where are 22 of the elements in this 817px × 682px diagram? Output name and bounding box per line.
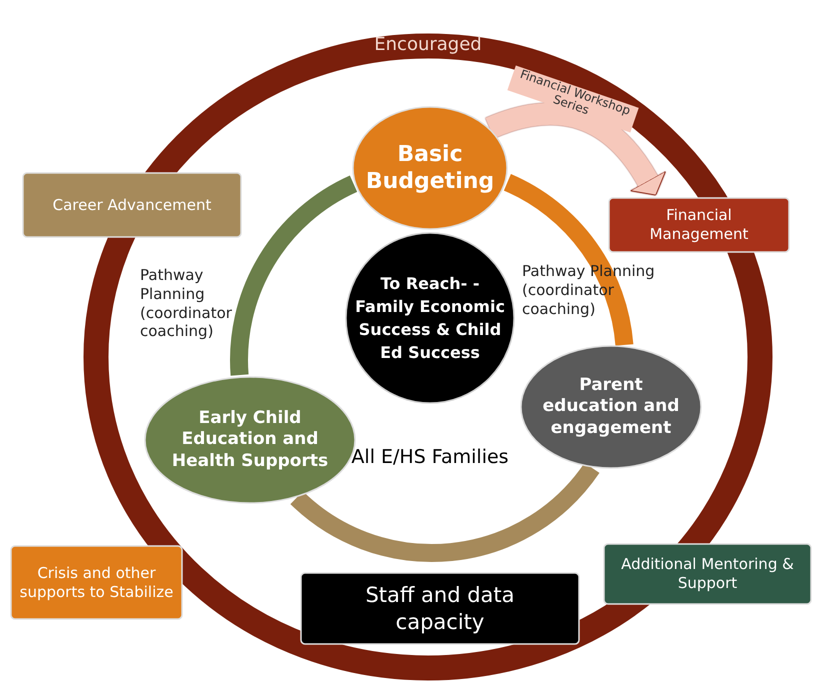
node-label: Career Advancement — [52, 196, 212, 214]
node-label: To Reach- - Family Economic Success & Child Ed Success — [354, 272, 506, 364]
node-label: Basic Budgeting — [364, 140, 496, 196]
ellipse-node — [520, 345, 702, 469]
annotation-text: Pathway Planning (coordinator coaching) — [140, 266, 233, 341]
process-box — [22, 172, 242, 238]
node-label: Financial Management — [648, 206, 750, 244]
node-label: Staff and data capacity — [364, 582, 516, 635]
process-box — [603, 543, 812, 605]
ring-label: Encouraged — [374, 34, 482, 55]
node-label: Crisis and other supports to Stabilize — [18, 564, 174, 602]
node-label: Early Child Education and Health Supports — [170, 408, 330, 472]
process-box — [10, 545, 183, 620]
connector-arc — [503, 174, 634, 346]
process-box — [608, 197, 790, 253]
node-label: Additional Mentoring & Support — [620, 555, 795, 593]
node-label: Parent education and engagement — [542, 375, 680, 439]
process-box — [300, 572, 580, 645]
ellipse-node — [352, 106, 508, 230]
circle-node — [345, 232, 515, 404]
annotation-text: All E/HS Families — [350, 446, 510, 470]
connector-arc — [230, 176, 358, 376]
